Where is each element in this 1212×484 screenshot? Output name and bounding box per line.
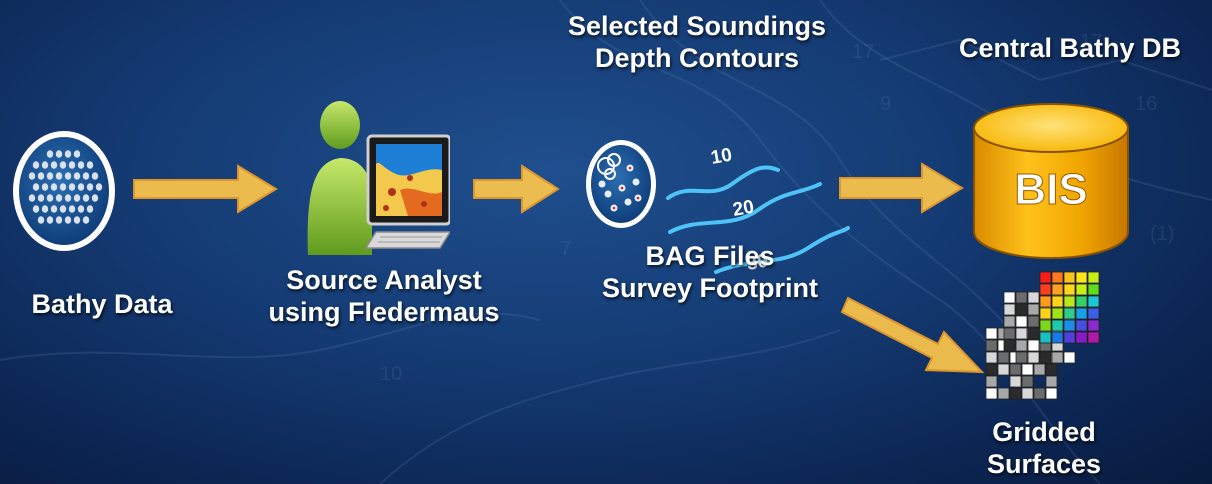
bag-file-icon [586,140,656,228]
bis-label: BIS [1014,165,1087,214]
flow-arrow-3 [839,162,964,214]
depth-contours-graphic: 10 20 30 [666,145,850,275]
survey-footprint-label: Survey Footprint [601,273,818,303]
svg-text:10: 10 [380,363,402,385]
analyst-icon [307,101,450,255]
svg-text:(1): (1) [1150,223,1174,245]
svg-text:9: 9 [880,93,891,115]
bathy-data-label: Bathy Data [31,289,173,319]
depth-contours-label: Depth Contours [595,43,799,73]
flow-arrow-1 [133,164,278,214]
bag-files-label: BAG Files [645,241,775,271]
svg-text:7: 7 [560,238,571,260]
central-bathy-db-label: Central Bathy DB [958,33,1182,63]
selected-soundings-label: Selected Soundings [567,11,827,41]
svg-text:16: 16 [1135,93,1157,115]
analyst-label-line-1: Source Analyst [286,265,482,295]
flow-arrow-2 [473,164,560,214]
gridded-label-line-1: Gridded [992,417,1096,447]
products-bottom-label: BAG Files Survey Footprint [560,240,860,304]
svg-text:17: 17 [1080,31,1102,53]
analyst-label-line-2: using Fledermaus [268,297,500,327]
contour-label-30: 30 [745,251,769,275]
contour-label-10: 10 [709,145,733,169]
analyst-label: Source Analyst using Fledermaus [238,264,530,328]
gridded-label-line-2: Surfaces [986,449,1102,479]
products-top-label: Selected Soundings Depth Contours [532,10,862,74]
database-cylinder-icon: BIS [973,103,1129,259]
svg-text:17: 17 [852,41,874,63]
gridded-surfaces-icon [985,271,1100,400]
gridded-surfaces-label: Gridded Surfaces [956,416,1132,480]
flow-arrow-4 [840,296,985,374]
contour-label-20: 20 [731,197,755,221]
bathy-data-icon [13,131,115,251]
